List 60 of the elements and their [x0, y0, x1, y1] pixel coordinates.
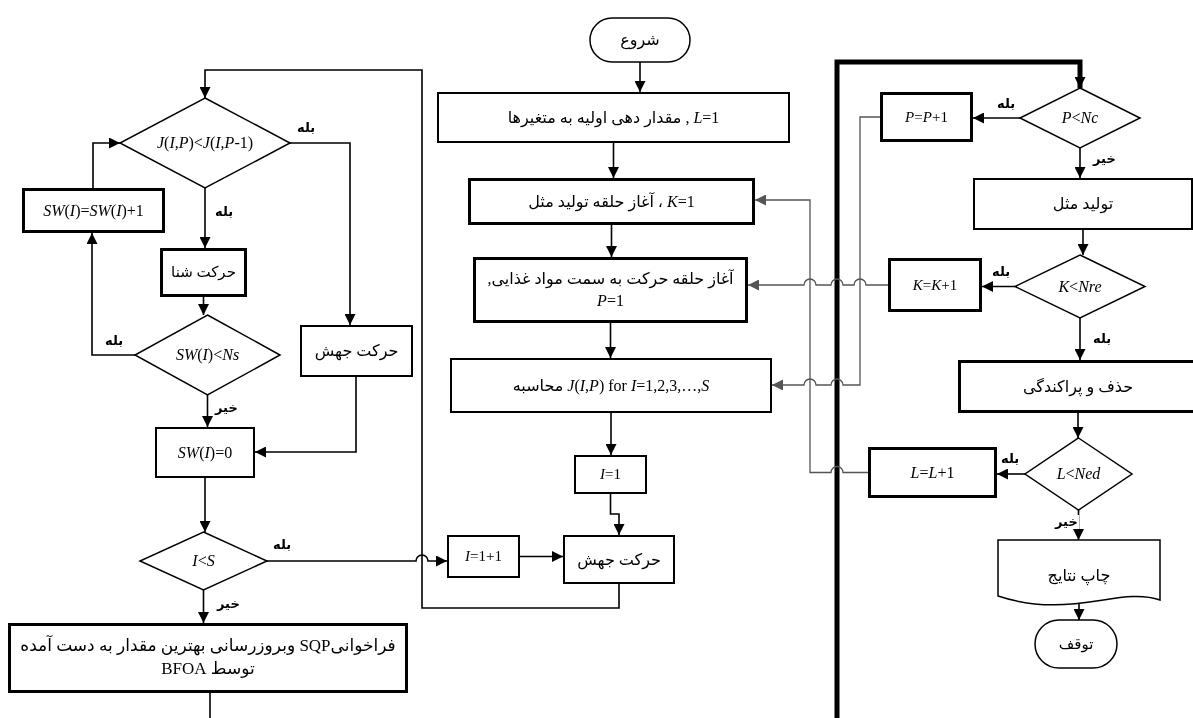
decision-diamond: SW(I)<Ns [135, 315, 280, 395]
arrow [199, 187, 211, 249]
edge-label: بله [996, 97, 1017, 112]
edge-label: بله [1092, 332, 1113, 347]
edge-label: بله [214, 205, 235, 220]
edge-label: خیر [1054, 515, 1079, 530]
process-box: I=1+1 [447, 535, 520, 578]
arrow [605, 322, 616, 359]
arrow [606, 224, 617, 258]
process-box: P=P+1 [880, 92, 973, 142]
edge-label: بله [1000, 452, 1021, 467]
arrow [834, 59, 1086, 718]
decision-diamond: L<Ned [1025, 438, 1132, 510]
process-box: حرکت جهش [563, 535, 675, 584]
arrow [86, 232, 136, 356]
process-box: I=1 [574, 455, 647, 494]
arrow [289, 142, 356, 326]
arrow [754, 194, 869, 474]
decision-diamond: K<Nre [1015, 255, 1145, 318]
arrow [266, 554, 448, 567]
process-box: حرکت شنا [160, 248, 247, 297]
arrow [199, 69, 620, 609]
arrow [1072, 412, 1084, 439]
arrow [198, 589, 209, 624]
arrow [199, 477, 211, 533]
arrow [634, 61, 646, 93]
process-box: تولید مثل [973, 178, 1193, 230]
process-box: L=L+1 [868, 447, 997, 498]
decision-diamond: J(I,P)<J(I,P-1) [120, 98, 290, 188]
arrow [1073, 603, 1085, 621]
arrow [771, 116, 881, 391]
decision-diamond: I<S [140, 532, 267, 590]
arrow [1077, 229, 1089, 256]
arrow [1074, 147, 1086, 179]
arrow [254, 376, 357, 458]
process-box: SW(I)=SW(I)+1 [22, 188, 165, 233]
arrow [972, 112, 1021, 124]
start-terminal: شروع [590, 18, 690, 62]
process-box: حرکت جهش [300, 325, 413, 377]
arrow [609, 493, 625, 536]
edge-label: بله [991, 265, 1012, 280]
edge-label: بله [296, 121, 317, 136]
decision-diamond: P<Nc [1020, 88, 1140, 148]
arrow [608, 142, 619, 179]
process-box: حذف و پراکندگی [958, 360, 1193, 413]
end-terminal: توقف [1035, 620, 1117, 668]
arrow [519, 551, 564, 562]
edge-label: بله [272, 538, 293, 553]
process-box: SW(I)=0 [155, 427, 255, 478]
arrow [92, 137, 121, 189]
arrow [747, 278, 889, 291]
arrow [996, 468, 1026, 480]
arrow [605, 412, 617, 456]
process-box: K=K+1 [888, 258, 982, 312]
arrow [198, 296, 209, 316]
process-box: فراخوانیSQP وبروزرسانی بهترین مقدار به دست آمده توسط BFOA [8, 623, 408, 693]
arrow [1074, 317, 1086, 361]
edge-label: بله [104, 334, 125, 349]
arrow [202, 394, 213, 428]
arrow [981, 281, 1016, 292]
